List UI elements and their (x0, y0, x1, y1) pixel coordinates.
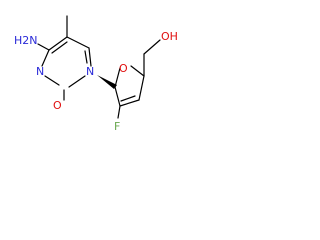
pyrimidine-ring-bonds (41, 36, 92, 88)
amine-label: H2N (14, 34, 38, 47)
fluorine-label: F (114, 120, 120, 133)
ring-oxygen-label: O (119, 62, 128, 75)
oxo-label: O (53, 99, 62, 112)
n-amide-label: N (36, 65, 44, 78)
substituent-bonds (37, 15, 68, 101)
n-ring-label: N (86, 65, 94, 78)
dihydrofuran-ring-bonds (97, 39, 161, 119)
molecule-structure: H2N N N O O F OH (14, 15, 178, 133)
hydroxyl-label: OH (161, 30, 178, 43)
